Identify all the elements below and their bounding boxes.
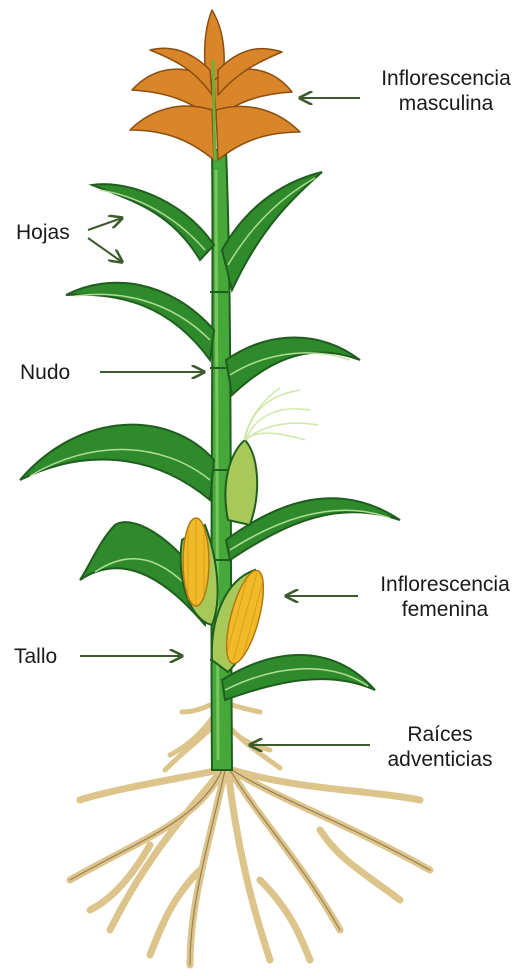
label-adventitious-roots: Raíces adventicias <box>370 722 510 772</box>
label-male-inflorescence-line1: Inflorescencia <box>366 66 526 91</box>
leaf <box>222 172 322 290</box>
label-male-inflorescence-line2: masculina <box>366 91 526 116</box>
tassel-stalk <box>213 60 215 160</box>
leaf <box>20 425 214 500</box>
label-leaves: Hojas <box>16 220 70 245</box>
label-stem: Tallo <box>14 644 57 669</box>
arrow-leaves-lower <box>88 238 122 262</box>
label-node: Nudo <box>20 360 70 385</box>
silk <box>244 388 318 440</box>
label-adventitious-roots-line1: Raíces <box>370 722 510 747</box>
label-female-inflorescence-line1: Inflorescencia <box>364 572 526 597</box>
label-adventitious-roots-line2: adventicias <box>370 747 510 772</box>
stem-highlight <box>216 170 218 760</box>
root-outline <box>70 770 430 965</box>
label-female-inflorescence: Inflorescencia femenina <box>364 572 526 622</box>
label-male-inflorescence: Inflorescencia masculina <box>366 66 526 116</box>
label-female-inflorescence-line2: femenina <box>364 597 526 622</box>
arrow-leaves-upper <box>88 218 122 230</box>
